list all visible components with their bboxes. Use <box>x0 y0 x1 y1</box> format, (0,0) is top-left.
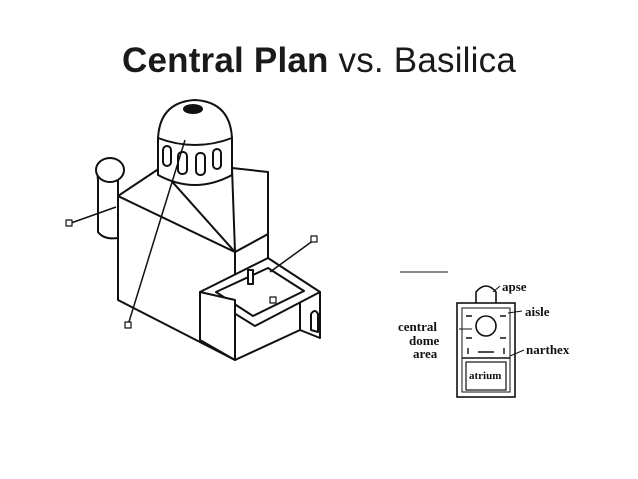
label-marker <box>124 321 132 329</box>
leader-line <box>269 239 315 273</box>
dome <box>157 99 233 146</box>
label-marker <box>65 219 73 227</box>
main-door <box>247 269 254 285</box>
label-central: central <box>398 319 437 334</box>
plan-leader-aisle <box>507 310 523 314</box>
label-marker <box>269 296 277 304</box>
dome-oculus <box>183 104 203 114</box>
label-aisle: aisle <box>525 304 550 319</box>
label-atrium: atrium <box>469 370 501 382</box>
plan-inner-wall <box>461 307 511 393</box>
plan-piers <box>466 315 506 354</box>
plan-central-dome <box>475 315 497 337</box>
label-marker <box>310 235 318 243</box>
drum-window <box>177 151 188 175</box>
apse-top <box>95 157 125 183</box>
label-narthex: narthex <box>526 342 570 357</box>
atrium-left-face <box>199 291 236 361</box>
drum-window <box>162 145 172 167</box>
plan-atrium-box <box>465 361 507 391</box>
title-rest: vs. Basilica <box>328 41 516 80</box>
slide-title: Central Plan vs. Basilica <box>0 38 638 84</box>
label-dome: dome <box>409 333 440 348</box>
roof-side <box>231 167 269 253</box>
basilica-plan-drawing <box>400 271 525 398</box>
leader-line <box>70 206 117 224</box>
atrium-door <box>310 310 319 333</box>
drum-window <box>195 152 206 176</box>
leader-line <box>127 139 186 326</box>
title-bold: Central Plan <box>121 41 329 80</box>
plan-apse <box>475 285 497 303</box>
plan-outer-wall <box>456 302 516 398</box>
drum-window <box>212 148 222 170</box>
label-area: area <box>413 346 438 361</box>
plan-leader-narthex <box>509 349 525 357</box>
church-isometric-drawing <box>65 99 321 361</box>
plan-leader-apse <box>492 285 501 293</box>
label-apse: apse <box>502 279 527 294</box>
